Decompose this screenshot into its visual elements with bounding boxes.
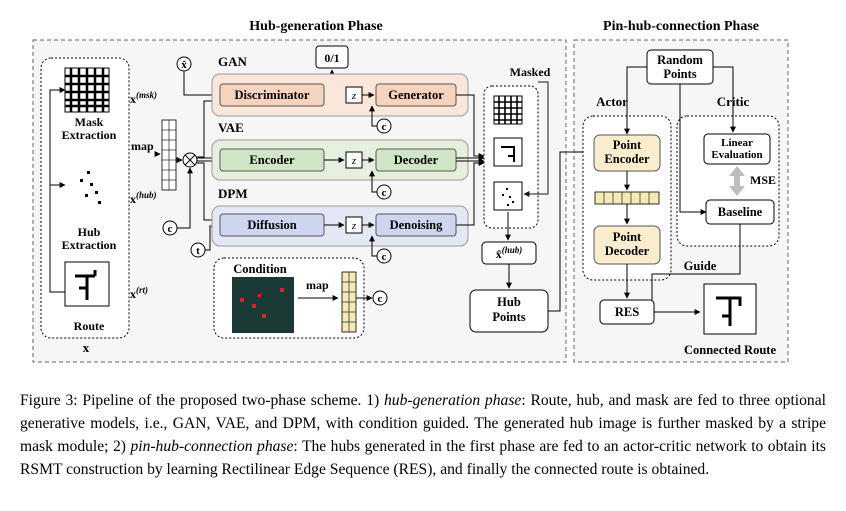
mask-image bbox=[64, 67, 110, 113]
condition-map-label: map bbox=[306, 278, 329, 292]
caption-mid-1: : Route, hub, and mask are fed to three … bbox=[20, 392, 826, 455]
denoising-label: Denoising bbox=[390, 218, 444, 232]
caption-italic-2: pin-hub-connection phase bbox=[130, 438, 294, 455]
x-hub-label: x(hub) bbox=[130, 190, 157, 206]
masked-route-image bbox=[493, 137, 523, 167]
masked-label: Masked bbox=[510, 65, 551, 79]
condition-strip bbox=[341, 271, 357, 333]
masked-hub-image bbox=[493, 181, 523, 211]
generator-label: Generator bbox=[388, 88, 444, 102]
caption-mid-2: : The hubs generated in the first phase … bbox=[20, 438, 826, 478]
pin-hub-connection-phase-title: Pin-hub-connection Phase bbox=[603, 19, 759, 34]
res-label: RES bbox=[615, 305, 639, 319]
condition-image bbox=[232, 277, 294, 333]
discriminator-block bbox=[219, 83, 325, 107]
gan-output-box bbox=[315, 45, 349, 69]
vae-label: VAE bbox=[218, 120, 244, 135]
gan-c-symbol: c bbox=[382, 121, 387, 133]
decoder-block bbox=[375, 148, 457, 172]
figure-caption: Figure 3: Pipeline of the proposed two-p… bbox=[20, 389, 826, 481]
discriminator-label: Discriminator bbox=[235, 88, 310, 102]
gan-output-label: 0/1 bbox=[324, 51, 339, 65]
actor-label: Actor bbox=[596, 94, 628, 109]
linear-evaluation-block bbox=[703, 133, 771, 165]
x-msk-label: x(msk) bbox=[130, 90, 157, 106]
mask-extraction-word1: Mask bbox=[75, 115, 104, 129]
xhat-symbol: x̂ bbox=[181, 59, 187, 71]
diffusion-label: Diffusion bbox=[247, 218, 296, 232]
hub-image bbox=[65, 163, 109, 207]
hub-generation-phase-title: Hub-generation Phase bbox=[249, 19, 382, 34]
x-label: x bbox=[83, 340, 90, 355]
caption-italic-1: hub-generation phase bbox=[384, 392, 522, 409]
vae-c-symbol: c bbox=[382, 187, 387, 199]
mse-double-arrow bbox=[729, 166, 745, 196]
embedding-strip bbox=[594, 191, 660, 205]
pipeline-diagram: Hub-generation Phase Pin-hub-connection … bbox=[32, 19, 789, 363]
map-strip bbox=[161, 119, 177, 191]
baseline-label: Baseline bbox=[718, 205, 763, 219]
x-rt-label: x(rt) bbox=[130, 285, 148, 301]
map-label: map bbox=[131, 139, 154, 153]
vae-z-symbol: z bbox=[351, 155, 357, 167]
t-symbol: t bbox=[196, 245, 200, 257]
dpm-c-symbol: c bbox=[382, 251, 387, 263]
dpm-label: DPM bbox=[218, 186, 248, 201]
masked-mask-image bbox=[493, 95, 523, 125]
mask-extraction-word2: Extraction bbox=[62, 128, 117, 142]
gan-label: GAN bbox=[218, 54, 248, 69]
condition-title: Condition bbox=[233, 262, 287, 276]
route-image bbox=[64, 261, 110, 307]
encoder-label: Encoder bbox=[249, 153, 295, 167]
mse-label: MSE bbox=[750, 173, 776, 187]
c-symbol-left: c bbox=[168, 223, 173, 235]
route-label: Route bbox=[74, 319, 105, 333]
dpm-z-symbol: z bbox=[351, 220, 357, 232]
guide-label: Guide bbox=[684, 259, 717, 273]
xhat-hub-label: x̂(hub) bbox=[496, 245, 523, 261]
connected-route-image bbox=[703, 283, 757, 335]
condition-dots bbox=[240, 288, 284, 318]
gan-z-symbol: z bbox=[351, 90, 357, 102]
caption-prefix: Figure 3: Pipeline of the proposed two-p… bbox=[20, 392, 384, 409]
condition-c-symbol: c bbox=[378, 293, 383, 305]
condition-c-node bbox=[372, 290, 388, 306]
connected-route-label: Connected Route bbox=[684, 343, 776, 357]
decoder-label: Decoder bbox=[394, 153, 439, 167]
